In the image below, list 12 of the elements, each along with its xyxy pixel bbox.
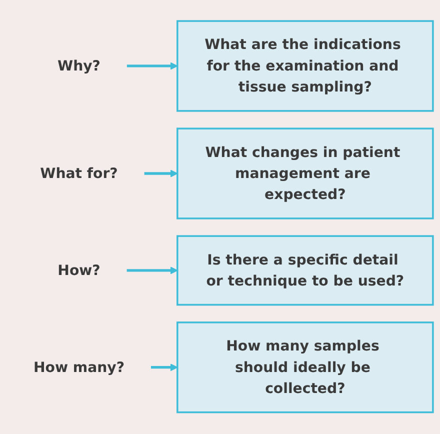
arrow [126,266,178,275]
node-box: Is there a specific detail or technique to be used? [176,236,434,306]
node-text: Why? [58,58,100,74]
node-text: How many? [33,358,125,376]
node-box: What changes in patient management are expected? [176,128,434,220]
arrow [126,62,178,70]
arrow [144,170,178,178]
node-box: What are the indications for the examination and tissue sampling? [176,20,434,112]
node-text: How? [58,262,100,279]
node-text: What for? [40,165,118,182]
node-box: How many samples should ideally be collected? [176,322,434,414]
arrow [150,364,178,372]
